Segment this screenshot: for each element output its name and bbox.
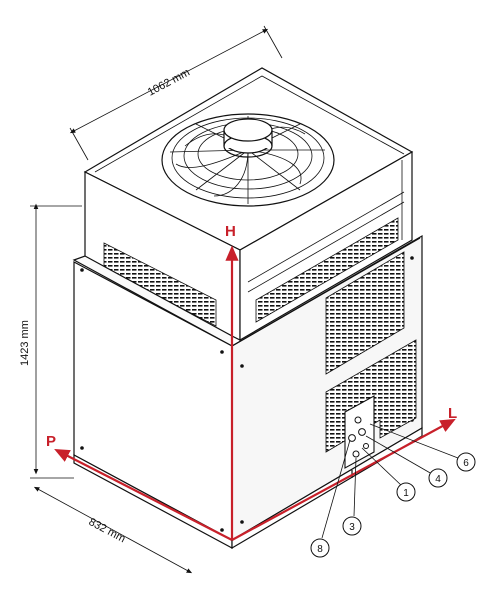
callout-8: 8: [317, 544, 323, 555]
callout-6: 6: [463, 458, 469, 469]
dim-height-label: 1423 mm: [19, 320, 31, 366]
dim-depth-label: 832 mm: [87, 516, 128, 545]
callout-4: 4: [435, 474, 441, 485]
upper-right-louver: [255, 217, 399, 323]
fan-icon: [161, 113, 335, 207]
upper-left-louver: [103, 242, 217, 327]
callouts: [310, 423, 476, 558]
axis-label-h: H: [225, 223, 236, 240]
callout-3: 3: [349, 522, 355, 533]
dimension-lines: [30, 25, 283, 574]
dim-width-label: 1062 mm: [146, 67, 192, 99]
callout-1: 1: [403, 488, 409, 499]
axis-label-p: P: [46, 433, 56, 450]
side-louver-upper: [325, 251, 405, 375]
connection-plate: [344, 395, 375, 478]
axis-label-l: L: [448, 405, 457, 422]
